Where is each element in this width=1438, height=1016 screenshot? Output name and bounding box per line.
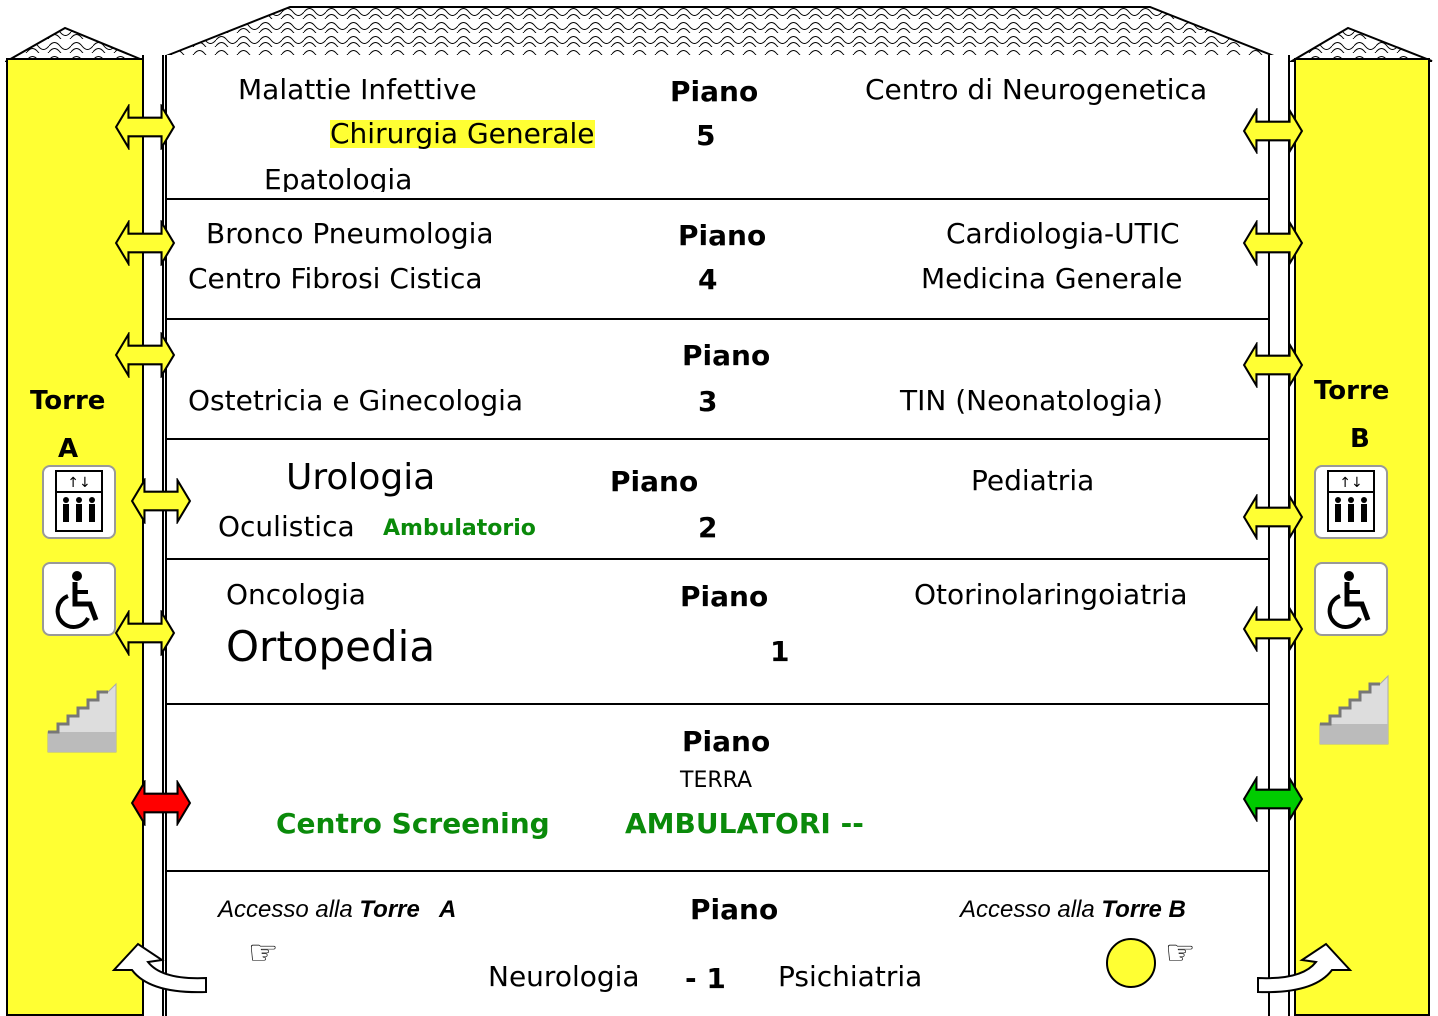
tower-b-label-1: Torre	[1314, 378, 1389, 404]
floor5-dept-malattie-infettive: Malattie Infettive	[238, 76, 477, 104]
floor3-number: 3	[698, 388, 717, 416]
floor0-number: TERRA	[680, 770, 752, 792]
double-arrow-icon	[1242, 776, 1304, 822]
floor-divider	[165, 870, 1270, 872]
floor5-dept-neurogenetica: Centro di Neurogenetica	[865, 76, 1207, 104]
floor2-dept-oculistica: Oculistica	[218, 513, 355, 541]
stairs-icon	[1316, 672, 1392, 748]
floor-divider	[165, 703, 1270, 705]
floor5-dept-epatologia: Epatologia	[264, 166, 412, 192]
floor4-piano-label: Piano	[678, 222, 766, 250]
floor1-dept-ortopedia: Ortopedia	[226, 626, 435, 668]
double-arrow-icon	[1242, 494, 1304, 540]
floor4-number: 4	[698, 266, 717, 294]
access-tower-b-tower: Torre B	[1101, 896, 1185, 923]
double-arrow-icon	[114, 332, 176, 378]
double-arrow-icon	[1242, 220, 1304, 266]
tower-a-label-2: A	[58, 436, 78, 462]
floorm1-piano-label: Piano	[690, 896, 778, 924]
floor5-piano-label: Piano	[670, 78, 758, 106]
tower-a-label-1: Torre	[30, 388, 105, 414]
floor3-dept-tin: TIN (Neonatologia)	[900, 387, 1163, 415]
elevator-icon: ↑↓	[1314, 465, 1388, 539]
access-tower-b: Accesso alla Torre B	[960, 898, 1186, 922]
stairs-icon	[44, 680, 120, 756]
floor5-number: 5	[696, 122, 715, 150]
floor2-piano-label: Piano	[610, 468, 698, 496]
wheelchair-icon	[42, 562, 116, 636]
access-tower-a-tower: Torre A	[359, 896, 456, 923]
floor1-piano-label: Piano	[680, 583, 768, 611]
floor-divider	[165, 558, 1270, 560]
double-arrow-icon	[130, 478, 192, 524]
double-arrow-icon	[130, 780, 192, 826]
floor1-dept-otorino: Otorinolaringoiatria	[914, 581, 1188, 609]
floor0-ambulatori: AMBULATORI --	[625, 810, 864, 838]
double-arrow-icon	[114, 104, 176, 150]
double-arrow-icon	[1242, 606, 1304, 652]
floor-divider	[165, 318, 1270, 320]
floor3-dept-ostetricia: Ostetricia e Ginecologia	[188, 387, 523, 415]
wheelchair-icon	[1314, 562, 1388, 636]
curved-arrow-icon	[1254, 936, 1354, 996]
floor4-dept-bronco-pneumologia: Bronco Pneumologia	[206, 220, 494, 248]
floor0-centro-screening: Centro Screening	[276, 810, 550, 838]
double-arrow-icon	[1242, 342, 1304, 388]
circle-icon	[1104, 936, 1158, 990]
double-arrow-icon	[114, 610, 176, 656]
svg-text:↑↓: ↑↓	[67, 475, 90, 491]
floorm1-dept-psichiatria: Psichiatria	[778, 963, 922, 991]
floor2-dept-pediatria: Pediatria	[971, 467, 1094, 495]
floor2-dept-urologia: Urologia	[286, 460, 435, 496]
floor-divider	[165, 438, 1270, 440]
floor0-piano-label: Piano	[682, 728, 770, 756]
floorm1-number: - 1	[685, 965, 726, 993]
access-tower-a: Accesso alla Torre A	[218, 898, 456, 922]
tower-b-label-2: B	[1350, 426, 1370, 452]
floor4-dept-medicina-generale: Medicina Generale	[921, 265, 1183, 293]
building-roof	[150, 5, 1290, 61]
floor1-number: 1	[770, 638, 789, 666]
floor-divider	[165, 198, 1270, 200]
curved-arrow-icon	[110, 936, 210, 996]
access-tower-a-prefix: Accesso alla	[218, 896, 359, 923]
access-tower-b-prefix: Accesso alla	[960, 896, 1101, 923]
floor4-dept-cardiologia: Cardiologia-UTIC	[946, 220, 1180, 248]
double-arrow-icon	[114, 220, 176, 266]
svg-text:↑↓: ↑↓	[1339, 475, 1362, 491]
floor5-dept-chirurgia-generale: Chirurgia Generale	[330, 120, 595, 148]
floor1-dept-oncologia: Oncologia	[226, 581, 366, 609]
floorm1-dept-neurologia: Neurologia	[488, 963, 640, 991]
pointing-hand-icon: ☞	[248, 936, 278, 970]
floor4-dept-fibrosi-cistica: Centro Fibrosi Cistica	[188, 265, 483, 293]
corridor-a	[142, 55, 164, 1016]
floor2-ambulatorio: Ambulatorio	[383, 518, 536, 540]
pointing-hand-icon: ☞	[1165, 936, 1195, 970]
double-arrow-icon	[1242, 108, 1304, 154]
floor3-piano-label: Piano	[682, 342, 770, 370]
elevator-icon: ↑↓	[42, 465, 116, 539]
floor2-number: 2	[698, 514, 717, 542]
